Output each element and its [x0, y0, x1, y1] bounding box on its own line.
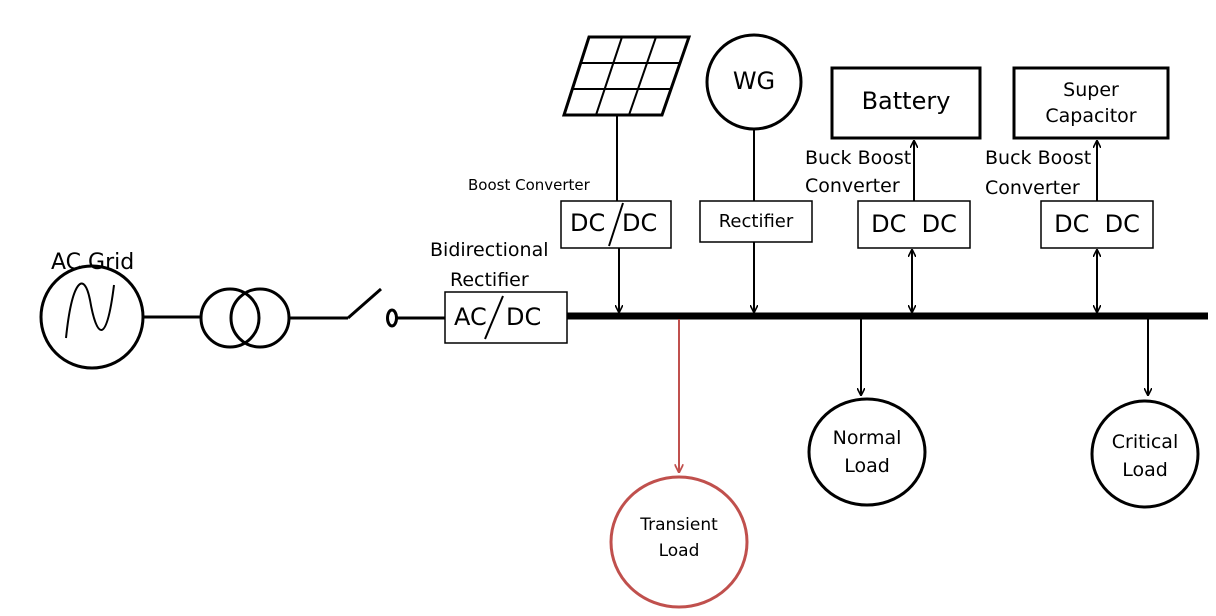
sine-wave-icon	[65, 282, 115, 339]
battery-label: Battery	[861, 87, 951, 115]
bidirectional-label: Bidirectional	[430, 239, 549, 261]
ac-grid-label: AC Grid	[51, 250, 135, 275]
supercap-dc-dc-box	[1040, 200, 1154, 249]
transient-load-line2: Load	[658, 541, 700, 561]
supercap-converter-line1: Buck Boost	[985, 147, 1092, 169]
supercapacitor-box	[1012, 66, 1170, 140]
transient-load-circle	[609, 475, 749, 609]
critical-load-line2: Load	[1122, 459, 1168, 481]
pv-dc-dc-box	[560, 200, 672, 249]
pv-dc-right-label: DC	[622, 209, 658, 237]
wg-rectifier-box	[699, 200, 813, 243]
rectifier-label: Rectifier	[450, 269, 529, 291]
breaker-switch-icon	[347, 287, 398, 328]
normal-load-circle	[807, 397, 927, 507]
solar-panel-icon	[561, 35, 692, 117]
pv-dc-left-label: DC	[570, 209, 606, 237]
normal-load-line2: Load	[844, 455, 890, 477]
battery-converter-line1: Buck Boost	[805, 147, 912, 169]
battery-converter-line2: Converter	[805, 175, 900, 197]
ac-dc-left-label: AC	[454, 303, 487, 331]
transformer-icon	[199, 287, 291, 349]
transient-load-line1: Transient	[640, 515, 718, 535]
battery-box	[830, 66, 982, 140]
battery-dc-dc-box	[857, 200, 971, 249]
normal-load-line1: Normal	[832, 427, 902, 449]
ac-dc-right-label: DC	[506, 303, 542, 331]
supercap-dc-dc-label: DC DC	[1054, 210, 1140, 238]
wg-rectifier-label: Rectifier	[718, 211, 794, 232]
supercap-converter-line2: Converter	[985, 177, 1080, 199]
supercapacitor-line2: Capacitor	[1045, 105, 1137, 127]
wg-label: WG	[732, 67, 776, 95]
ac-grid-source	[39, 264, 145, 370]
battery-dc-dc-label: DC DC	[871, 210, 957, 238]
critical-load-line1: Critical	[1111, 431, 1179, 453]
supercapacitor-line1: Super	[1063, 79, 1119, 101]
boost-converter-label: Boost Converter	[468, 176, 590, 194]
critical-load-circle	[1090, 399, 1200, 509]
